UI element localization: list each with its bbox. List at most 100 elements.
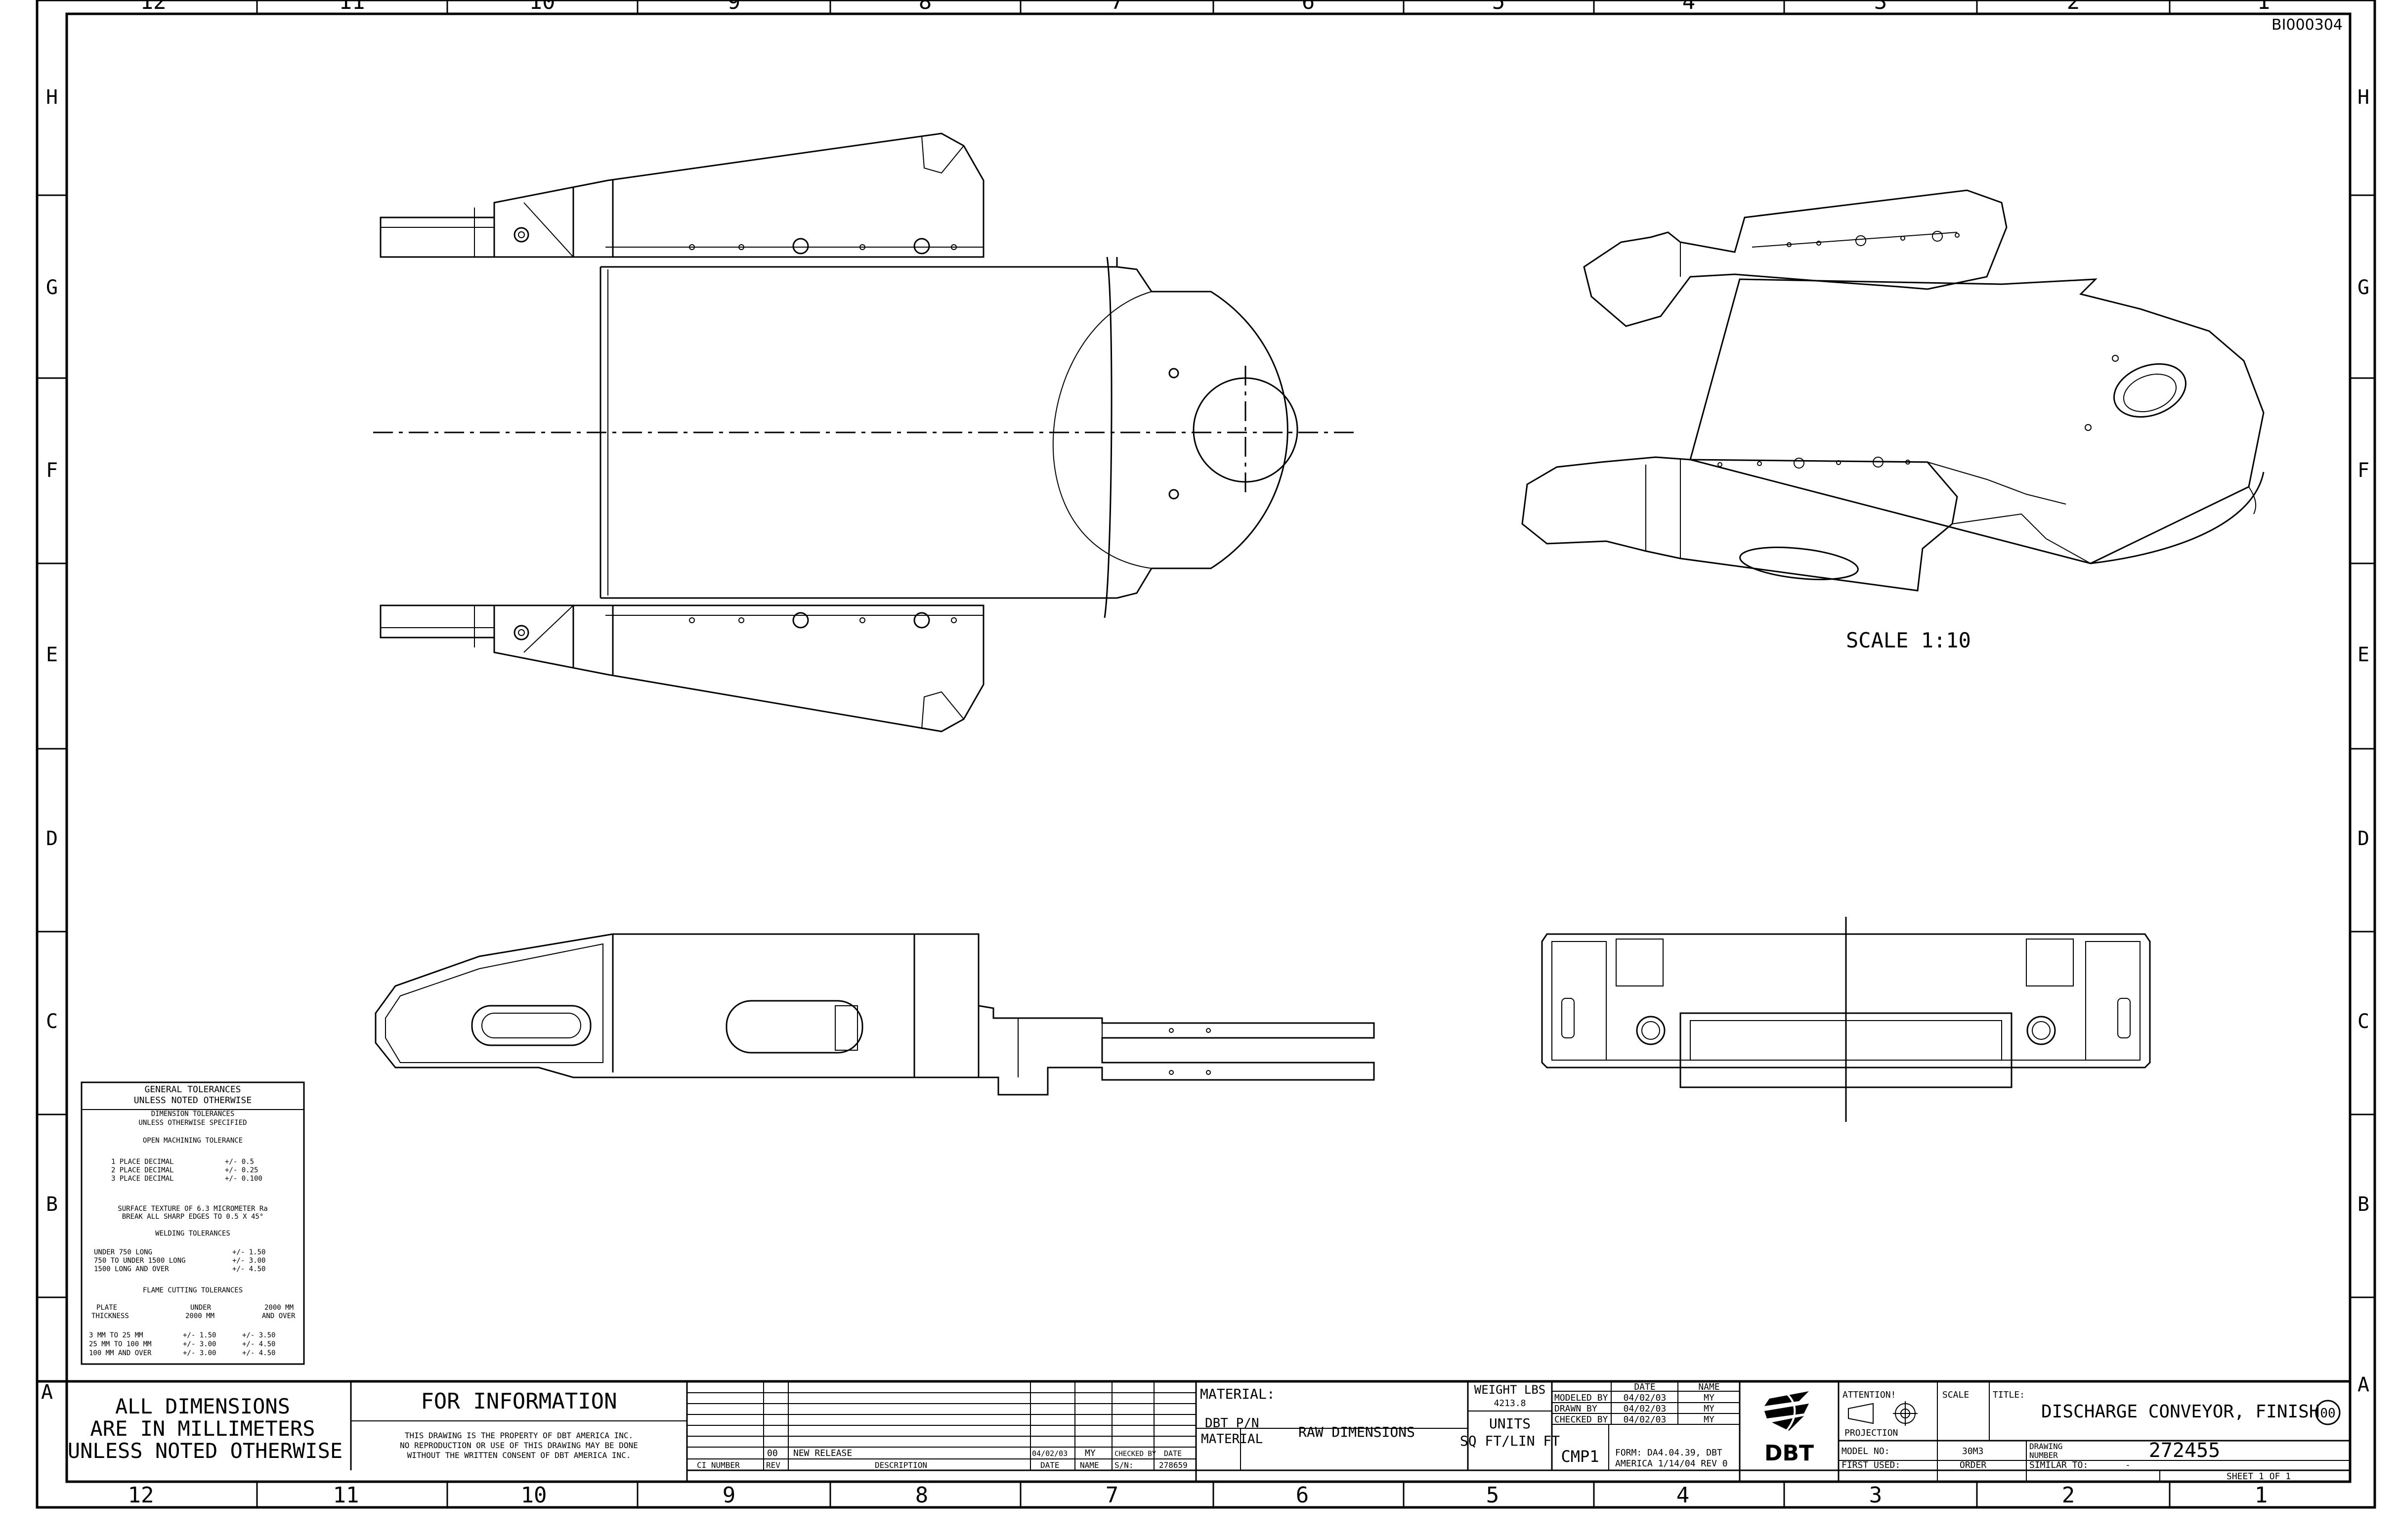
row-label: A bbox=[41, 1381, 53, 1404]
projection-label: PROJECTION bbox=[1844, 1428, 1898, 1438]
tol-title: UNLESS NOTED OTHERWISE bbox=[134, 1095, 252, 1106]
rev-value: 00 bbox=[767, 1448, 778, 1458]
rev-date-hdr: DATE bbox=[1164, 1449, 1182, 1458]
form-note: AMERICA 1/14/04 REV 0 bbox=[1615, 1458, 1728, 1469]
drawing-number: 272455 bbox=[2149, 1439, 2221, 1462]
row-label: E bbox=[46, 643, 58, 666]
col-label: 6 bbox=[1296, 1483, 1309, 1508]
col-label: 11 bbox=[339, 0, 365, 14]
scale-note: SCALE 1:10 bbox=[1846, 628, 1971, 652]
row-label: B bbox=[46, 1193, 58, 1216]
tol-text: 1500 LONG AND OVER bbox=[94, 1265, 169, 1273]
isometric-view: SCALE 1:10 bbox=[1521, 189, 2265, 652]
row-label: H bbox=[2357, 86, 2369, 109]
hdr-ci: CI NUMBER bbox=[697, 1460, 740, 1470]
tol-text: +/- 4.50 bbox=[232, 1265, 265, 1273]
drawing-label: NUMBER bbox=[2029, 1451, 2058, 1460]
tol-text: +/- 3.50 bbox=[242, 1331, 275, 1339]
col-label: 10 bbox=[529, 0, 556, 14]
modeled-by-label: MODELED BY bbox=[1554, 1393, 1608, 1403]
dbt-logo: DBT bbox=[1764, 1388, 1814, 1466]
tol-text: 100 MM AND OVER bbox=[89, 1349, 152, 1357]
tol-text: UNDER bbox=[190, 1304, 212, 1312]
weight-label: WEIGHT LBS bbox=[1474, 1383, 1546, 1397]
hdr-date: DATE bbox=[1040, 1460, 1060, 1470]
col-label: 1 bbox=[2255, 1483, 2268, 1508]
weight-value: 4213.8 bbox=[1494, 1398, 1526, 1409]
tol-title: GENERAL TOLERANCES bbox=[144, 1084, 241, 1095]
tol-text: +/- 3.00 bbox=[232, 1257, 265, 1265]
col-label: 5 bbox=[1486, 1483, 1499, 1508]
col-label: 1 bbox=[2257, 0, 2270, 14]
first-used-label: FIRST USED: bbox=[1841, 1460, 1900, 1470]
drawing-title: DISCHARGE CONVEYOR, FINISH bbox=[2041, 1402, 2320, 1422]
tol-text: DIMENSION TOLERANCES bbox=[151, 1110, 235, 1118]
row-label: C bbox=[46, 1010, 58, 1033]
drawing-label: DRAWING bbox=[2029, 1442, 2062, 1451]
date-header: DATE bbox=[1634, 1382, 1655, 1392]
rev-date: 04/02/03 bbox=[1032, 1449, 1068, 1458]
revision-table: 00 NEW RELEASE 04/02/03 MY CHECKED BY DA… bbox=[687, 1381, 2350, 1482]
col-label: 2 bbox=[2067, 0, 2080, 14]
row-ticks bbox=[37, 194, 2375, 1298]
checked-by-label: CHECKED BY bbox=[1554, 1414, 1608, 1425]
dbt-pn-label: MATERIAL bbox=[1201, 1432, 1263, 1447]
similar-to-value: - bbox=[2125, 1460, 2131, 1470]
col-label: 6 bbox=[1302, 0, 1315, 14]
col-label: 12 bbox=[140, 0, 167, 14]
row-label: G bbox=[46, 276, 58, 299]
row-label: C bbox=[2357, 1010, 2369, 1033]
form-note: FORM: DA4.04.39, DBT bbox=[1615, 1448, 1722, 1458]
hdr-name: NAME bbox=[1080, 1460, 1099, 1470]
col-label: 4 bbox=[1682, 0, 1696, 14]
tol-text: +/- 4.50 bbox=[242, 1340, 275, 1348]
tol-text: UNLESS OTHERWISE SPECIFIED bbox=[138, 1119, 247, 1127]
checked-date: 04/02/03 bbox=[1624, 1414, 1667, 1425]
col-label: 8 bbox=[915, 1483, 929, 1508]
tolerance-box: GENERAL TOLERANCES UNLESS NOTED OTHERWIS… bbox=[81, 1081, 305, 1365]
col-label: 3 bbox=[1874, 0, 1887, 14]
tol-text: 750 TO UNDER 1500 LONG bbox=[94, 1257, 185, 1265]
inner-border bbox=[65, 12, 2352, 1483]
drawn-name: MY bbox=[1704, 1404, 1714, 1414]
hdr-rev: REV bbox=[766, 1460, 780, 1470]
tol-text: +/- 1.50 bbox=[232, 1248, 265, 1256]
tol-text: BREAK ALL SHARP EDGES TO 0.5 X 45° bbox=[122, 1213, 264, 1221]
top-view bbox=[373, 132, 1354, 732]
rev-checked: CHECKED BY bbox=[1114, 1450, 1156, 1458]
tol-text: +/- 4.50 bbox=[242, 1349, 275, 1357]
tol-text: SURFACE TEXTURE OF 6.3 MICROMETER Ra bbox=[118, 1205, 267, 1213]
checked-name: MY bbox=[1704, 1414, 1714, 1425]
revision-circle-icon bbox=[2315, 1400, 2341, 1425]
attention-label: ATTENTION! bbox=[1842, 1390, 1896, 1400]
end-view bbox=[1541, 917, 2151, 1122]
row-label: B bbox=[2357, 1193, 2369, 1216]
side-view bbox=[375, 933, 1375, 1096]
title-block: ALL DIMENSIONS ARE IN MILLIMETERS UNLESS… bbox=[37, 1380, 2350, 1483]
all-dims-note: ALL DIMENSIONS bbox=[115, 1394, 290, 1418]
tol-text: 3 PLACE DECIMAL bbox=[111, 1175, 173, 1183]
tol-text: AND OVER bbox=[262, 1312, 296, 1320]
column-labels-top: 12 11 10 9 8 7 6 5 4 3 2 1 bbox=[140, 0, 2270, 14]
similar-to-label: SIMILAR TO: bbox=[2029, 1460, 2088, 1470]
cmp-code: CMP1 bbox=[1561, 1447, 1599, 1466]
modeled-date: 04/02/03 bbox=[1624, 1393, 1667, 1403]
tol-text: 2 PLACE DECIMAL bbox=[111, 1166, 173, 1174]
col-label: 10 bbox=[521, 1483, 547, 1508]
hdr-desc: DESCRIPTION bbox=[875, 1460, 927, 1470]
tol-text: 25 MM TO 100 MM bbox=[89, 1340, 151, 1348]
raw-dimensions: RAW DIMENSIONS bbox=[1298, 1424, 1415, 1440]
units-label: UNITS bbox=[1489, 1415, 1531, 1432]
hdr-sn: S/N: bbox=[1114, 1460, 1134, 1470]
units-value: SQ FT/LIN FT bbox=[1460, 1433, 1560, 1449]
projection-symbol-icon bbox=[1848, 1401, 1918, 1426]
col-label: 7 bbox=[1111, 0, 1124, 14]
sheet-label: SHEET 1 OF 1 bbox=[2227, 1471, 2291, 1482]
tol-text: FLAME CUTTING TOLERANCES bbox=[143, 1286, 243, 1294]
row-label: F bbox=[2357, 459, 2369, 482]
col-label: 7 bbox=[1106, 1483, 1119, 1508]
tol-text: WELDING TOLERANCES bbox=[155, 1230, 230, 1238]
tol-text: 2000 MM bbox=[264, 1304, 294, 1312]
for-information-stamp: FOR INFORMATION bbox=[421, 1389, 617, 1414]
document-id: BI000304 bbox=[2271, 16, 2343, 34]
